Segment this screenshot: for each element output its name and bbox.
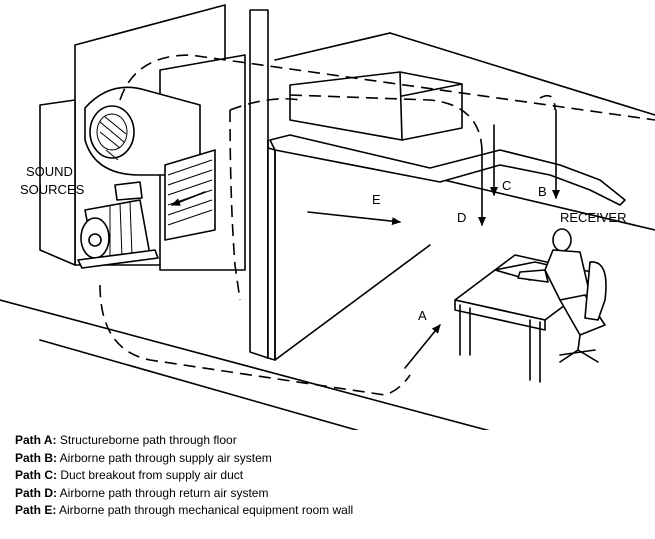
legend-row-c: Path C: Duct breakout from supply air du… <box>15 467 635 485</box>
legend-text: Airborne path through return air system <box>59 485 269 500</box>
arrow-a <box>404 324 441 369</box>
legend-key: Path A: <box>15 433 57 447</box>
legend-key: Path C: <box>15 468 57 483</box>
receiver-person <box>517 228 607 363</box>
legend-key: Path E: <box>15 503 57 518</box>
arrow-e <box>307 211 401 226</box>
path-legend: Path A: Structureborne path through floo… <box>15 432 635 520</box>
legend-key: Path D: <box>15 485 57 500</box>
legend-key: Path B: <box>15 450 57 465</box>
label-sound-sources-1: SOUND <box>26 164 73 179</box>
legend-row-e: Path E: Airborne path through mechanical… <box>15 502 635 520</box>
legend-text: Airborne path through mechanical equipme… <box>59 503 354 518</box>
legend-text: Duct breakout from supply air duct <box>60 468 244 483</box>
floor-lines <box>0 299 490 430</box>
legend-row-b: Path B: Airborne path through supply air… <box>15 450 635 468</box>
supply-duct <box>289 71 463 141</box>
dashed-paths <box>99 54 655 396</box>
room-ceiling <box>269 32 655 231</box>
legend-text: Airborne path through supply air system <box>59 450 272 465</box>
motor <box>77 181 159 269</box>
mechanical-room-wall <box>249 9 431 361</box>
label-path-d: D <box>457 210 466 225</box>
label-path-b: B <box>538 184 547 199</box>
label-path-a: A <box>418 308 427 323</box>
legend-text: Structureborne path through floor <box>59 433 237 447</box>
coil-louvers <box>164 149 216 241</box>
label-path-e: E <box>372 192 381 207</box>
arrow-source <box>171 191 206 206</box>
label-receiver: RECEIVER <box>560 210 626 225</box>
label-sound-sources-2: SOURCES <box>20 182 85 197</box>
sound-paths-illustration: SOUND SOURCES RECEIVER A B C D E <box>0 4 655 430</box>
legend-row-d: Path D: Airborne path through return air… <box>15 485 635 503</box>
label-path-c: C <box>502 178 511 193</box>
path-arrows <box>171 109 560 369</box>
fan-housing <box>84 86 201 176</box>
legend-row-a: Path A: Structureborne path through floo… <box>15 432 635 450</box>
